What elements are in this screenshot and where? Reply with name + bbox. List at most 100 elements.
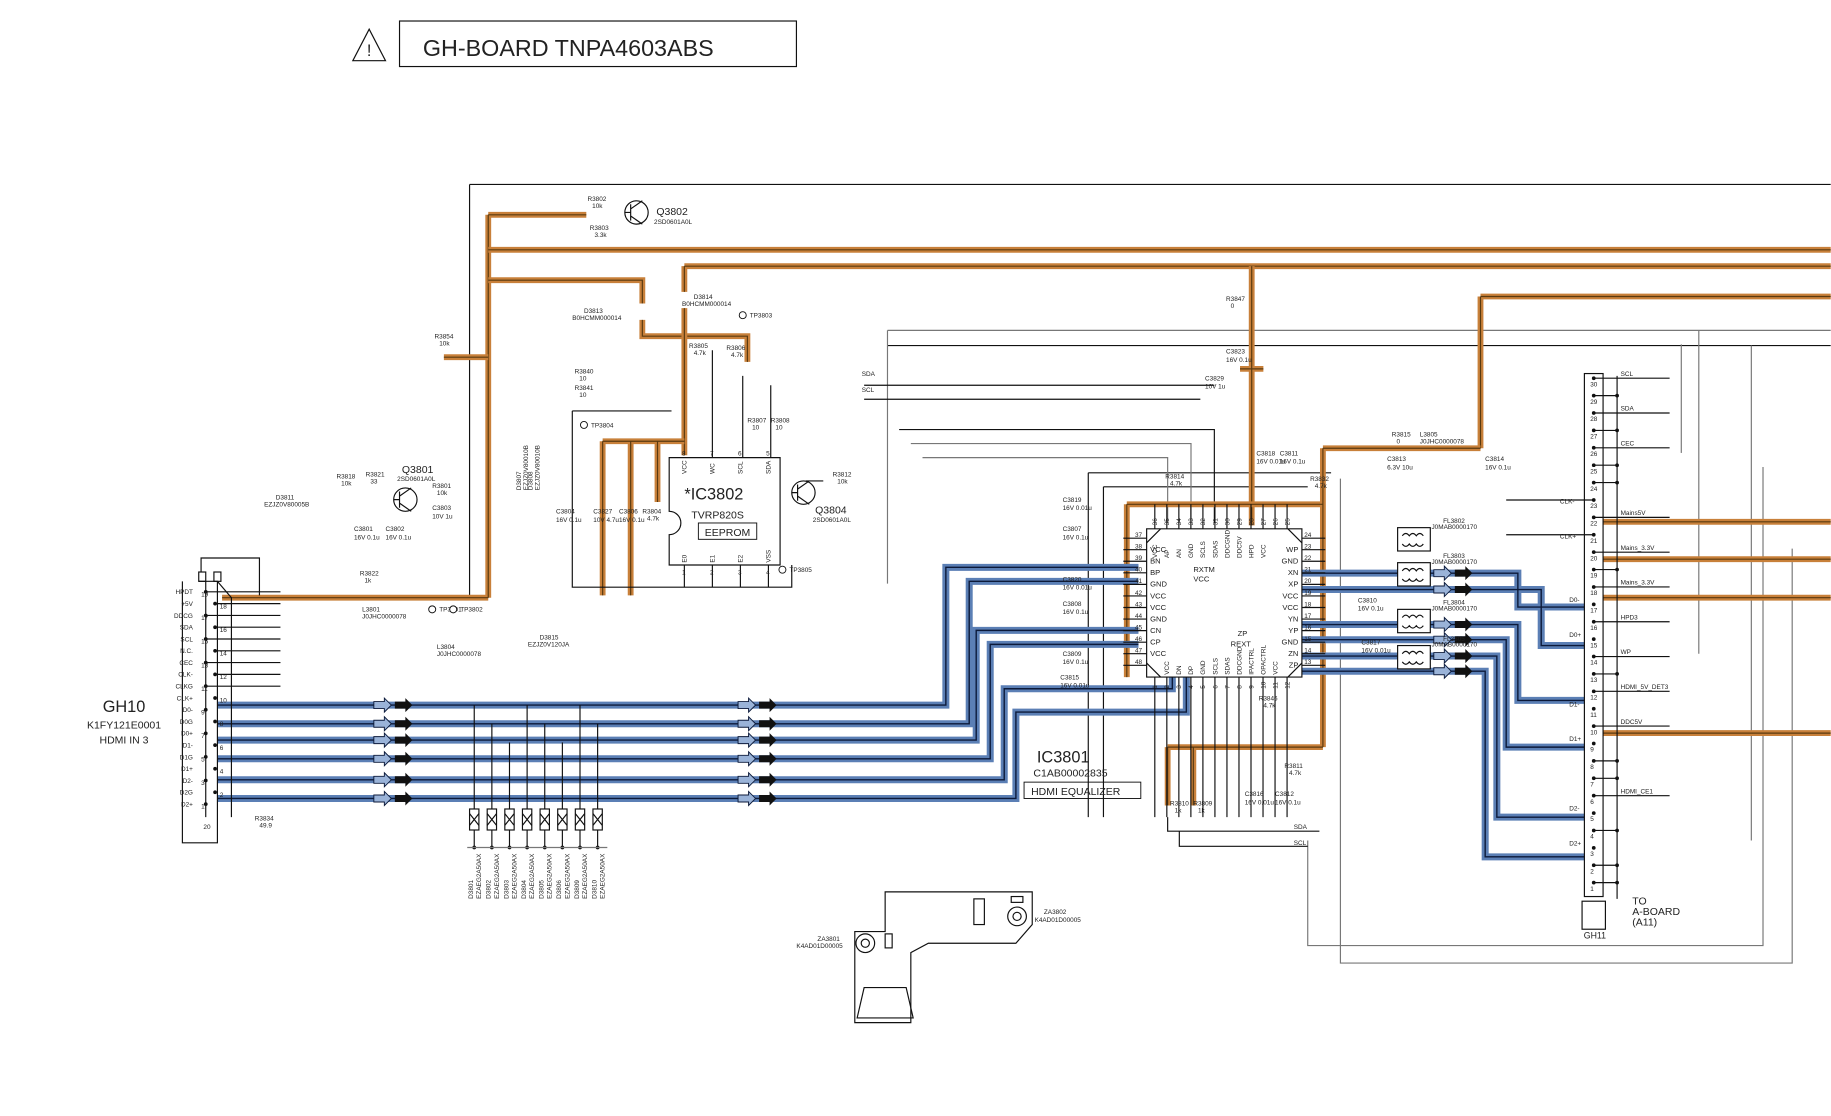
capacitor-value: 16V 0.1u [1358, 606, 1384, 613]
ic3801-pin-number: 13 [1304, 659, 1312, 666]
ic3801-pin-number: 32 [1200, 518, 1207, 526]
ic3801-pin-number: 37 [1135, 532, 1143, 539]
ic3801-pin-number: 36 [1152, 518, 1159, 526]
ic3801-pin-label: GND [1150, 580, 1167, 589]
gh11-pin-number: 14 [1590, 660, 1598, 667]
gh10-pin-number: 4 [220, 768, 224, 775]
gh10-pin-dot [213, 790, 217, 795]
capacitor-value: 16V 0.01u [1245, 799, 1275, 806]
resistor-ref: R3815 [1392, 432, 1411, 439]
resistor-value: 10k [592, 203, 603, 210]
gh11-signal-label: CLK+ [1560, 533, 1576, 540]
ic3802-pin-label: SCL [738, 461, 745, 474]
diode-part: EZJZ0V80005B [264, 502, 309, 509]
filter-ref: FL3804 [1443, 600, 1465, 607]
gh10-pin-dot [203, 589, 208, 594]
ic3801-pin-label: AN [1176, 549, 1183, 558]
ic3801-pin-number: 43 [1135, 601, 1143, 608]
capacitor-ref: C3804 [556, 509, 575, 516]
capacitor-ref: C3815 [1060, 674, 1079, 681]
diode-part: B0HCMM000014 [682, 301, 732, 308]
ic3802-pin-number: 3 [738, 569, 742, 576]
gh10-pin-dot [203, 802, 208, 806]
gh10-pin-label: D1G [180, 754, 193, 761]
gh10-pin-number: 13 [201, 662, 209, 669]
transistor-q3804: Q3804 2SD0601A0L [791, 480, 852, 524]
net-labels: SDA SCL SDA SCL [862, 371, 1308, 847]
net-sda-eeprom: SDA [862, 371, 876, 378]
capacitor-value: 6.3V 10u [1387, 464, 1413, 471]
gh10-pin-number: 14 [220, 650, 228, 657]
test-point-label: TP3803 [750, 313, 773, 320]
gh10-pin-label: D1+ [181, 766, 193, 773]
capacitor-value: 16V 0.01u [1060, 683, 1090, 690]
ic3801-pin-label: VCC [1272, 661, 1279, 675]
ic3801-pin-number: 47 [1135, 648, 1143, 655]
resistor-value: 1k [365, 578, 373, 585]
capacitor-ref: C3802 [386, 526, 405, 533]
gh11-signal-label: DDC5V [1621, 719, 1643, 726]
transistor-q3802: Q3802 2SD0601A0L [624, 200, 693, 226]
resistor-ref: R3818 [336, 474, 355, 481]
ic3801-pin-number: 14 [1304, 648, 1312, 655]
ic3802-pin-label: VCC [682, 460, 689, 474]
signal-arrows [373, 565, 1473, 807]
resistor-value: 4.7k [1263, 702, 1276, 709]
gh10-pin-dot [213, 766, 217, 771]
q3802-part: 2SD0601A0L [654, 219, 693, 226]
capacitor-value: 16V 0.1u [1280, 458, 1306, 465]
ic3801-pin-number: 33 [1188, 518, 1195, 526]
ic3801-pin-number: 24 [1304, 532, 1312, 539]
ic3801-pin-label: YP [1288, 626, 1298, 635]
capacitor-ref: C3829 [1205, 376, 1224, 383]
gh11-pin-dot [1591, 845, 1596, 850]
q3804-part: 2SD0601A0L [813, 517, 852, 524]
board-title: GH-BOARD TNPA4603ABS [423, 35, 714, 61]
gh11-pin-number: 30 [1590, 381, 1598, 388]
net-sda-bottom: SDA [1294, 824, 1308, 831]
resistor-ref: R3801 [432, 483, 451, 490]
esd-diode-part: EZAEG2A50AX [564, 853, 571, 899]
resistor-ref: R3804 [642, 509, 661, 516]
resistor-ref: R3810 [1170, 800, 1189, 807]
gh11-dest-1: TO [1632, 896, 1646, 908]
capacitor-ref: C3814 [1485, 456, 1504, 463]
ic3801-pin-number: 48 [1135, 659, 1143, 666]
ic3801-pin-label: WP [1286, 545, 1298, 554]
resistor-value: 1k [1175, 807, 1183, 814]
ic3801-label-rxtm: RXTM [1193, 565, 1214, 574]
capacitor-ref: C3803 [432, 505, 451, 512]
diode-ref: D3813 [584, 308, 603, 315]
capacitor-value: 16V 0.1u [556, 517, 582, 524]
gh11-pin-number: 15 [1590, 642, 1598, 649]
capacitor-ref: C3801 [354, 526, 373, 533]
gh10-pin-dot [213, 719, 217, 724]
gh11-signal-label: D1+ [1569, 736, 1581, 743]
ic3801-pin-label: DN [1176, 665, 1183, 675]
gh10-pin-dot [213, 601, 217, 606]
esd-diode-ref: D3810 [591, 880, 598, 899]
test-point-icon [738, 311, 747, 320]
capacitor-ref: C3820 [1063, 576, 1082, 583]
gh10-pin-number: 11 [201, 686, 208, 693]
gh10-pin-label: CLKG [175, 684, 192, 691]
resistor-value: 49.9 [259, 823, 272, 830]
resistor-value: 0 [1231, 303, 1235, 310]
resistor-ref: R3832 [1310, 476, 1329, 483]
gh11-signal-label: HDMI_CE1 [1621, 788, 1654, 795]
resistor-ref: R3834 [255, 816, 274, 823]
capacitor-ref: C3808 [1063, 601, 1082, 608]
ic3801-pin-label: SCLS [1212, 658, 1219, 675]
ic3801-pin-number: 18 [1304, 601, 1312, 608]
ic3801-pin-label: BN [1150, 557, 1161, 566]
resistor-ref: R3802 [587, 196, 606, 203]
capacitor-ref: C3827 [593, 509, 612, 516]
ic3801-pin-number: 35 [1164, 518, 1171, 526]
ic3801-pin-label: VCC [1282, 603, 1299, 612]
diode-part: B0HCMM000014 [572, 315, 622, 322]
ic3801-pin-number: 40 [1135, 567, 1143, 574]
ic3801-ref: IC3801 [1037, 748, 1090, 766]
resistor-value: 3.3k [594, 232, 607, 239]
diode-ref: D3808 [528, 471, 535, 490]
